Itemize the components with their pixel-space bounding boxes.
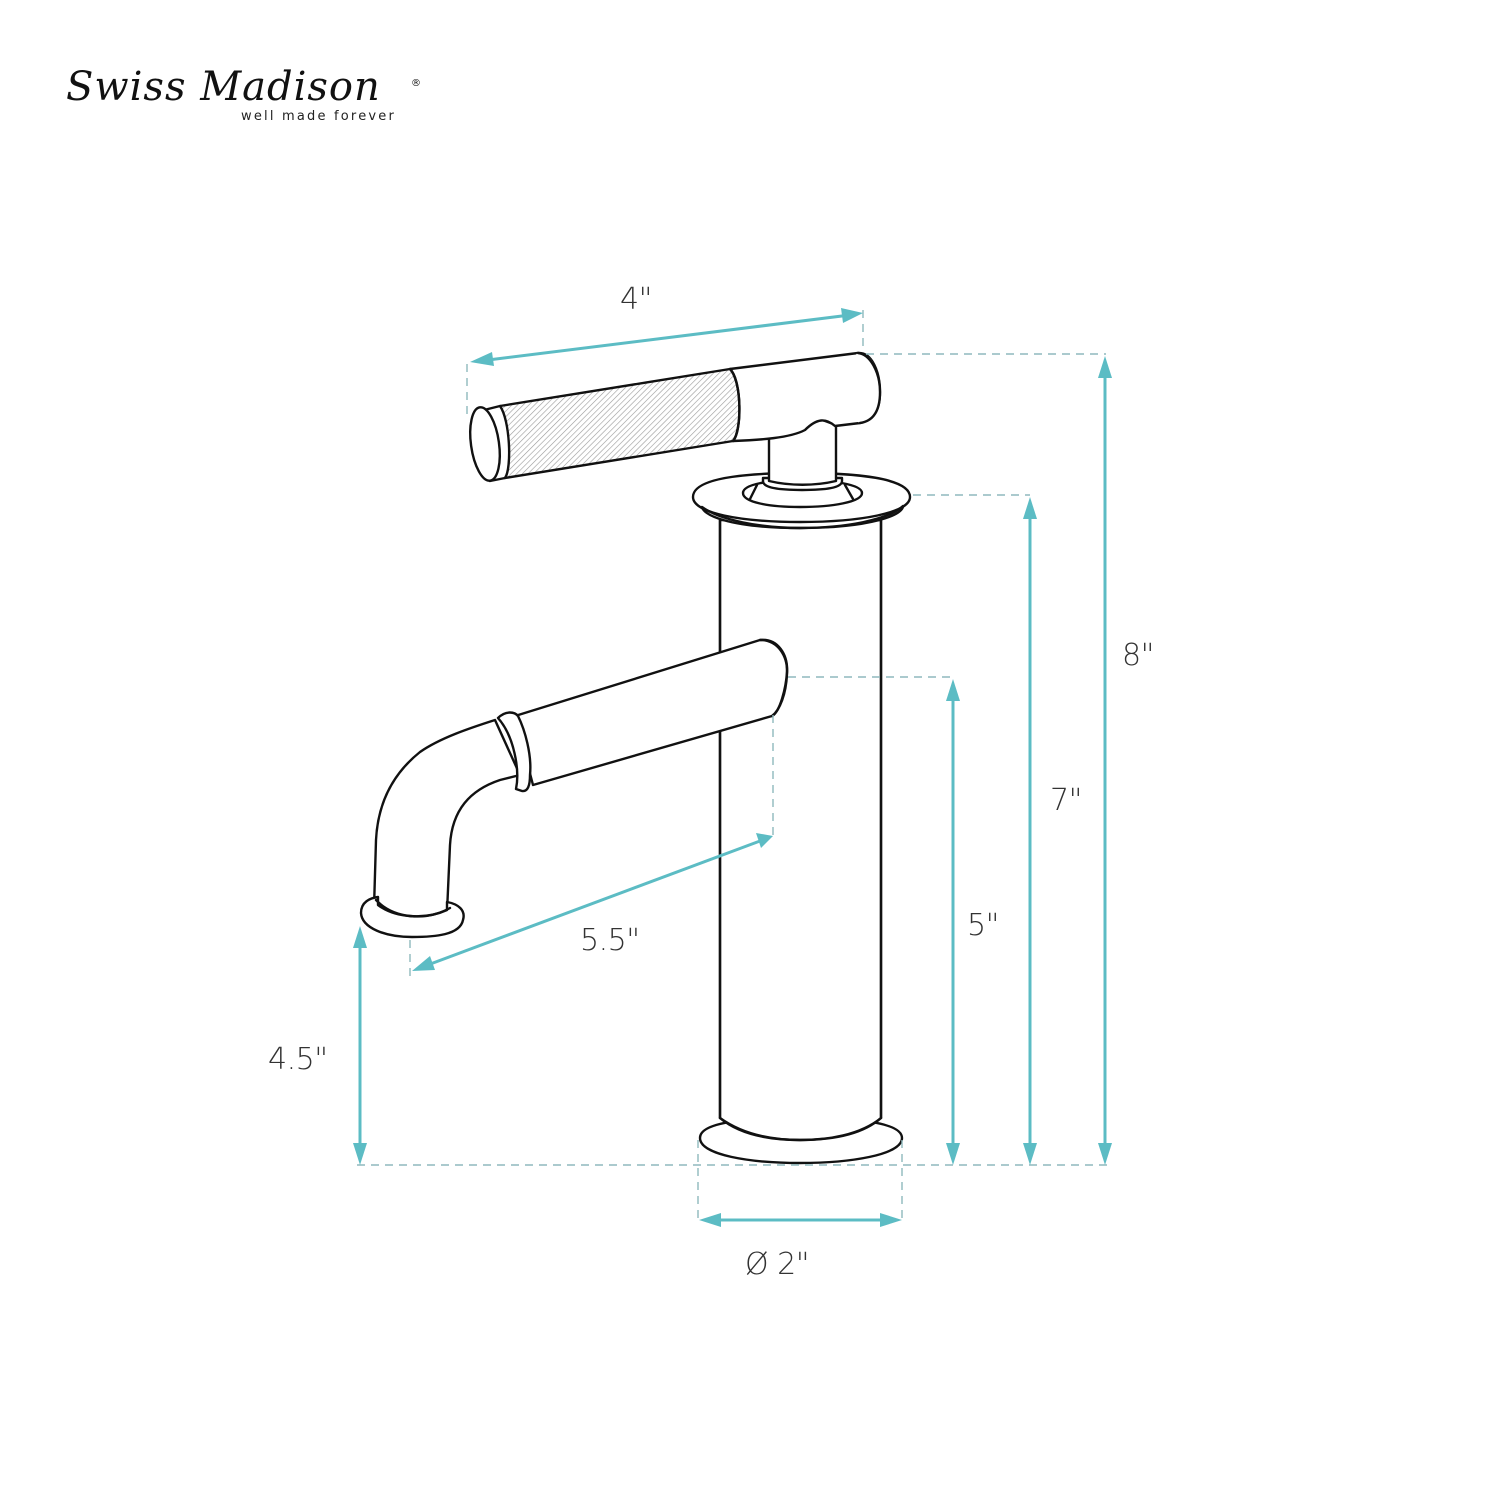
dim-label-handle-length: 4" bbox=[620, 282, 652, 317]
registered-mark: ® bbox=[411, 78, 421, 89]
top-cap bbox=[691, 416, 912, 530]
dim-label-spout-height: 5" bbox=[967, 908, 999, 943]
faucet-body bbox=[698, 518, 904, 1165]
brand-tagline: well made forever bbox=[241, 109, 397, 124]
dim-label-spout-clearance: 4.5" bbox=[268, 1042, 328, 1077]
dim-label-base-diameter: Ø 2" bbox=[745, 1247, 810, 1282]
dim-label-body-height: 7" bbox=[1050, 783, 1082, 818]
dim-label-spout-reach: 5.5" bbox=[580, 923, 640, 958]
spout bbox=[359, 638, 789, 939]
brand-name: Swiss Madison bbox=[66, 64, 381, 110]
dimension-lines bbox=[353, 308, 1112, 1227]
handle-lever bbox=[469, 351, 882, 483]
brand-logo: Swiss Madison ® well made forever bbox=[66, 64, 426, 124]
dim-label-overall-height: 8" bbox=[1122, 638, 1154, 673]
